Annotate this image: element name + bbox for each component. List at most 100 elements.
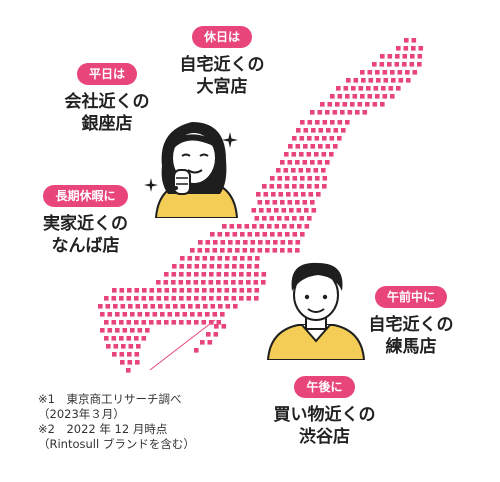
- map-dot: [119, 336, 124, 341]
- map-dot: [342, 102, 348, 107]
- map-dot: [100, 328, 105, 333]
- map-dot: [395, 54, 400, 59]
- map-dot: [322, 176, 328, 181]
- map-dot: [209, 296, 214, 301]
- map-dot: [160, 312, 165, 317]
- map-dot: [201, 320, 207, 325]
- store-label-omiya: 自宅近くの 大宮店: [179, 55, 265, 97]
- map-dot: [271, 192, 276, 197]
- map-dot: [209, 264, 215, 269]
- map-dot: [318, 144, 323, 149]
- map-dot: [345, 120, 350, 125]
- map-dot: [276, 168, 281, 173]
- map-dot: [367, 94, 373, 99]
- map-dot: [150, 304, 156, 309]
- map-dot: [277, 176, 283, 181]
- map-dot: [217, 264, 222, 269]
- map-dot: [100, 312, 105, 317]
- map-dot: [397, 70, 403, 75]
- map-dot: [287, 200, 293, 205]
- map-dot: [299, 152, 304, 157]
- map-dot: [247, 256, 253, 261]
- map-dot: [311, 128, 316, 133]
- map-dot: [358, 86, 364, 91]
- map-dot: [105, 304, 111, 309]
- map-dot: [224, 296, 229, 301]
- map-dot: [352, 94, 358, 99]
- map-dot: [224, 288, 230, 293]
- map-dot: [220, 240, 226, 245]
- sparkle-icon: [144, 178, 158, 192]
- map-dot: [255, 256, 260, 261]
- map-dot: [194, 296, 199, 301]
- map-dot: [145, 328, 150, 333]
- map-dot: [310, 144, 316, 149]
- map-dot: [285, 176, 290, 181]
- map-dot: [246, 272, 252, 277]
- map-dot: [194, 320, 199, 325]
- map-dot: [203, 304, 208, 309]
- map-dot: [257, 248, 263, 253]
- footnote-line: （2023年３月）: [38, 407, 125, 421]
- map-dot: [332, 110, 338, 115]
- map-dot: [198, 240, 203, 245]
- map-dot: [106, 344, 111, 349]
- map-dot: [302, 200, 308, 205]
- map-dot: [311, 208, 317, 213]
- map-dot: [362, 110, 368, 115]
- map-dot: [135, 360, 140, 365]
- badge-afternoon: 午後に: [294, 376, 355, 398]
- map-dot: [418, 46, 424, 51]
- map-dot: [201, 272, 207, 277]
- map-dot: [274, 224, 280, 229]
- map-dot: [216, 280, 221, 285]
- map-dot: [292, 216, 297, 221]
- map-dot: [263, 192, 269, 197]
- map-dot: [285, 232, 290, 237]
- map-dot: [127, 352, 132, 357]
- map-dot: [121, 344, 126, 349]
- map-dot: [122, 312, 128, 317]
- map-dot: [175, 312, 180, 317]
- map-dot: [300, 232, 305, 237]
- map-dot: [391, 78, 396, 83]
- map-dot: [288, 144, 293, 149]
- map-dot: [278, 192, 284, 197]
- badge-holiday: 休日は: [191, 26, 252, 48]
- map-dot: [411, 46, 416, 51]
- map-dot: [194, 288, 200, 293]
- map-dot: [119, 288, 125, 293]
- map-dot: [307, 176, 313, 181]
- map-dot: [357, 102, 363, 107]
- map-dot: [182, 312, 188, 317]
- map-dot: [225, 256, 230, 261]
- map-dot: [325, 160, 330, 165]
- map-dot: [372, 62, 377, 67]
- map-dot: [119, 352, 125, 357]
- map-dot: [172, 264, 177, 269]
- map-dot: [217, 232, 223, 237]
- map-dot: [372, 102, 378, 107]
- map-dot: [244, 224, 250, 229]
- map-dot: [111, 320, 117, 325]
- footnote-line: （Rintosull ブランドを含む）: [38, 437, 195, 451]
- map-dot: [310, 200, 315, 205]
- map-dot: [262, 184, 267, 189]
- map-dot: [307, 136, 312, 141]
- store-label-shibuya: 買い物近くの 渋谷店: [273, 405, 376, 447]
- map-dot: [388, 86, 394, 91]
- map-dot: [224, 264, 230, 269]
- map-dot: [287, 160, 293, 165]
- map-dot: [387, 54, 393, 59]
- woman-illustration: [154, 122, 239, 218]
- map-dot: [307, 120, 313, 125]
- map-dot: [310, 110, 315, 115]
- map-dot: [316, 192, 321, 197]
- map-dot: [256, 192, 261, 197]
- map-dot: [390, 70, 395, 75]
- map-dot: [217, 256, 223, 261]
- map-dot: [207, 340, 213, 345]
- map-dot: [274, 208, 279, 213]
- map-dot: [295, 200, 300, 205]
- map-dot: [188, 304, 193, 309]
